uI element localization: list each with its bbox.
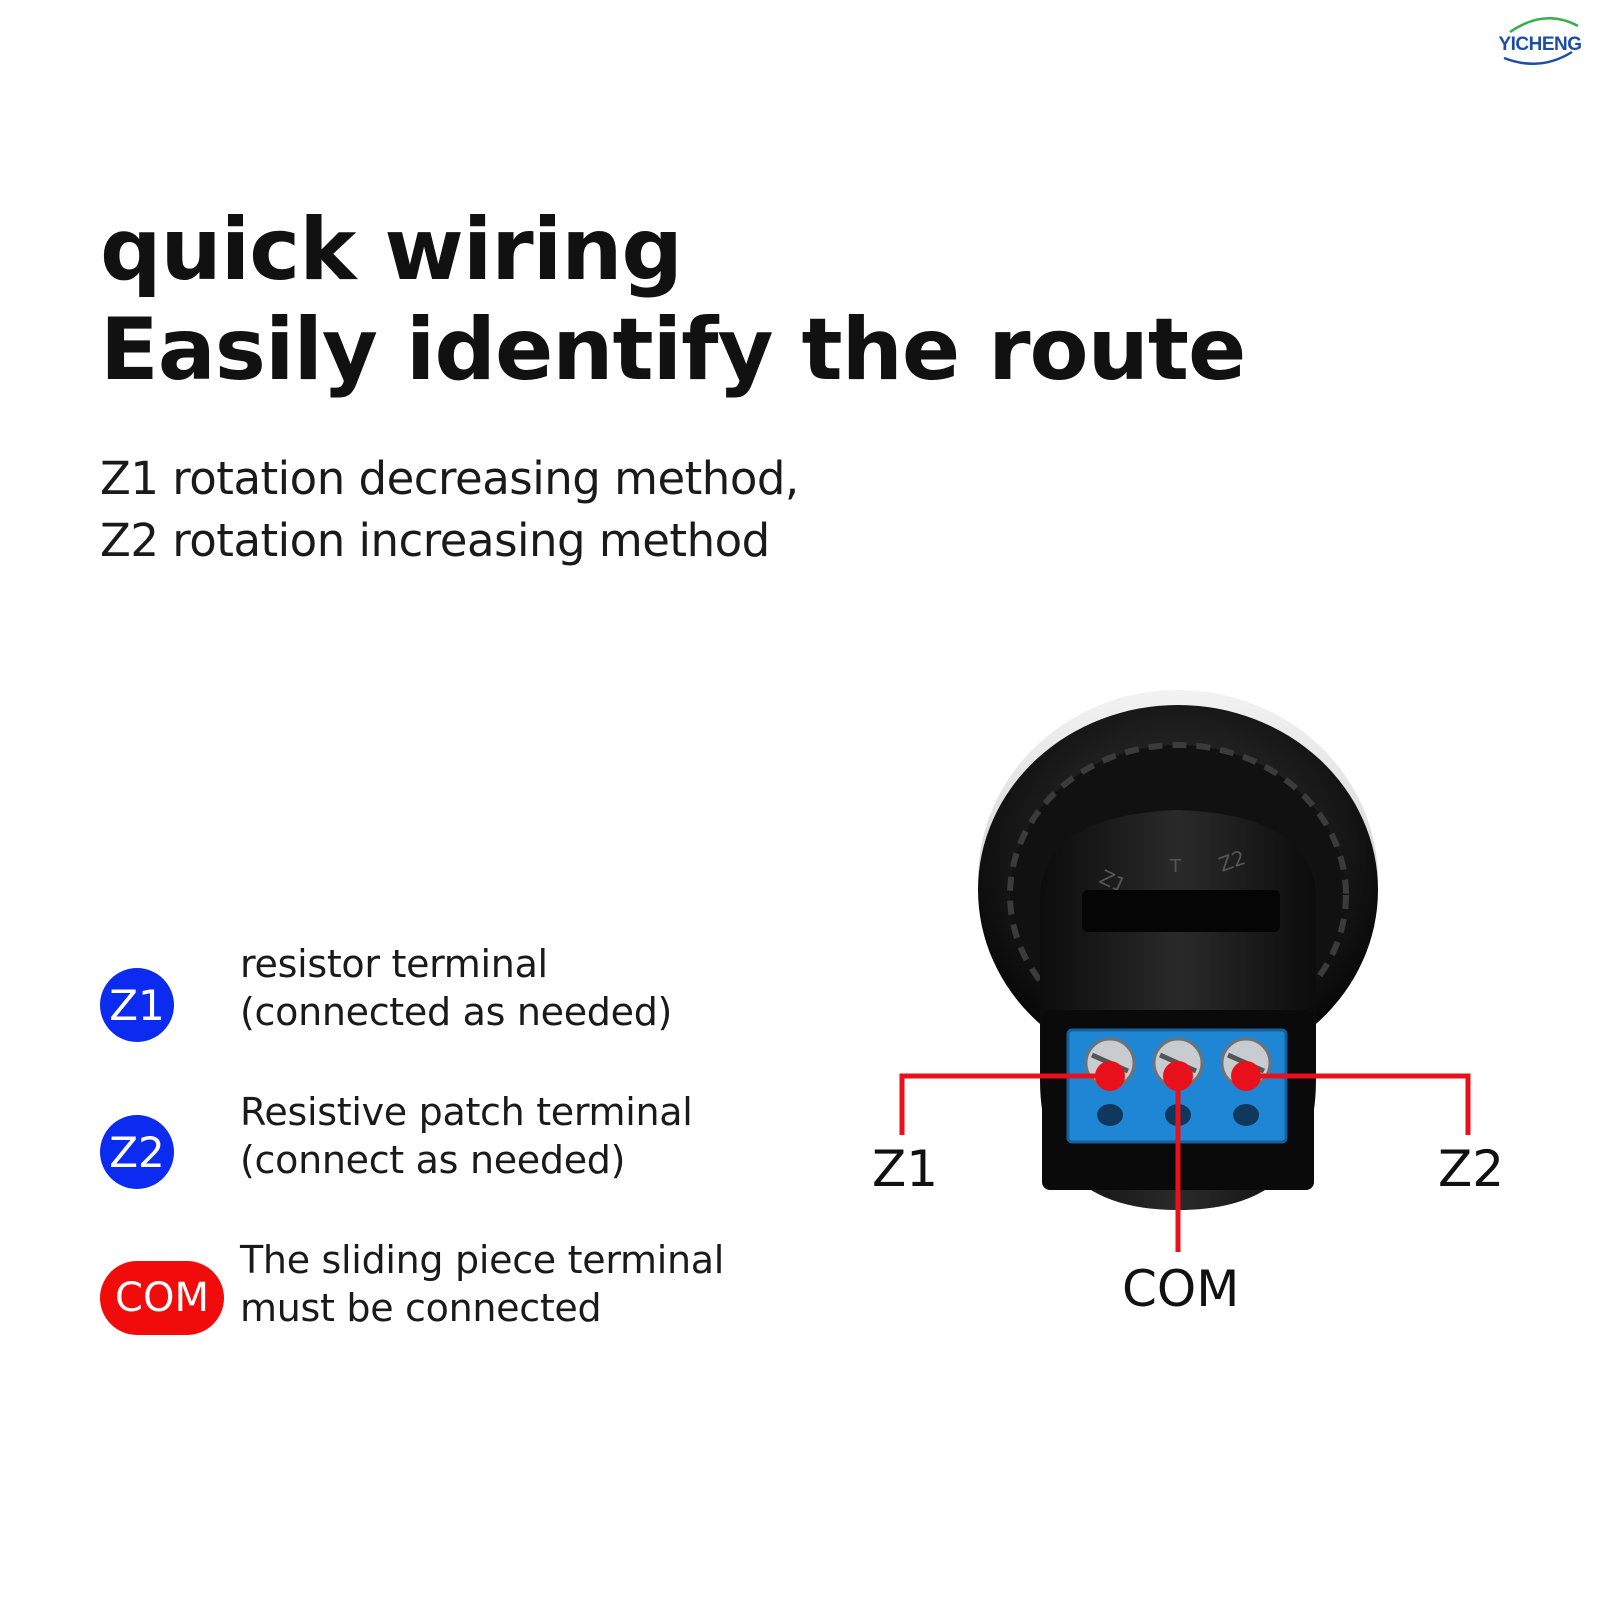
z2-connection-dot [1231,1061,1261,1091]
wiring-diagram: Z1 T Z2 Z1 [870,650,1570,1350]
legend-item-z2: Z2 Resistive patch terminal (connect as … [100,1088,800,1198]
diagram-label-com: COM [1122,1260,1240,1318]
com-description-line1: The sliding piece terminal [240,1238,724,1282]
brand-logo: YICHENG [1490,8,1590,68]
com-description-line2: must be connected [240,1286,602,1330]
logo-swoosh-icon [1503,17,1579,65]
wiring-lines [899,1073,1471,1252]
subtitle-line2: Z2 rotation increasing method [100,514,770,567]
legend-item-com: COM The sliding piece terminal must be c… [100,1236,800,1346]
z1-wire [899,1073,1110,1135]
potentiometer-illustration: Z1 T Z2 [899,690,1471,1252]
page-title-line2: Easily identify the route [100,300,1246,400]
z1-description-line2: (connected as needed) [240,990,673,1034]
subtitle-line1: Z1 rotation decreasing method, [100,452,799,505]
marking-t: T [1169,856,1182,877]
z2-description-line2: (connect as needed) [240,1138,626,1182]
diagram-label-z2: Z2 [1438,1140,1505,1198]
com-connection-dot [1163,1061,1193,1091]
logo-text: YICHENG [1498,34,1582,55]
com-badge: COM [100,1261,224,1335]
z1-badge: Z1 [100,968,174,1042]
z1-description-line1: resistor terminal [240,942,548,986]
z2-badge: Z2 [100,1115,174,1189]
diagram-label-z1: Z1 [872,1140,939,1198]
z2-wire [1246,1073,1471,1135]
mount-slot [1082,890,1280,932]
z1-connection-dot [1095,1061,1125,1091]
legend-item-z1: Z1 resistor terminal (connected as neede… [100,940,800,1050]
connection-points [1095,1061,1261,1091]
z2-description-line1: Resistive patch terminal [240,1090,693,1134]
page-title-line1: quick wiring [100,200,683,300]
